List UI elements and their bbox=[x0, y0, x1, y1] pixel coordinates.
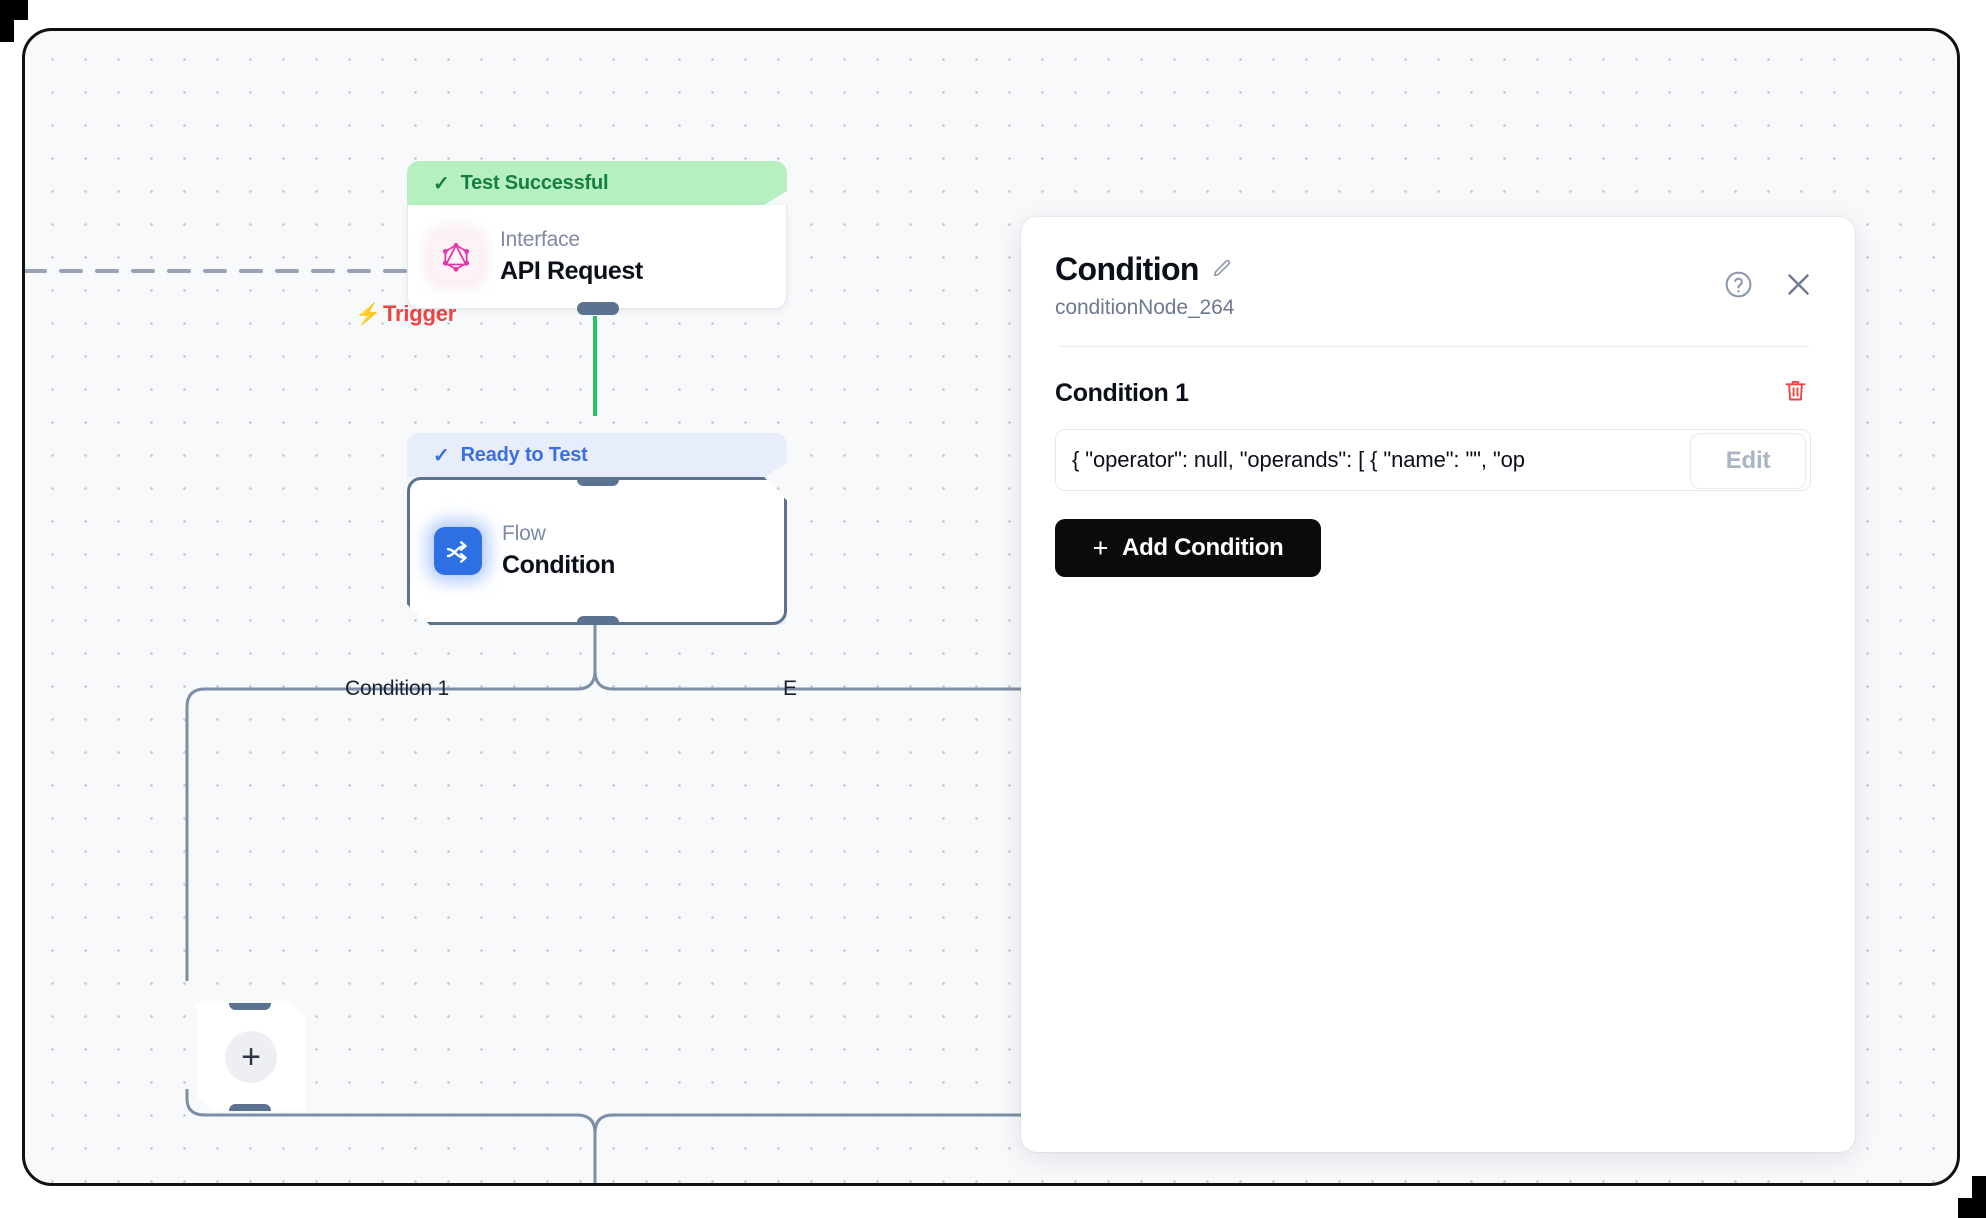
node-text: Interface API Request bbox=[500, 228, 643, 286]
plus-icon[interactable]: + bbox=[225, 1031, 277, 1083]
node-kind-label: Flow bbox=[502, 522, 546, 545]
flow-canvas[interactable]: ⚡ Trigger ✓ Test Successful bbox=[22, 28, 1960, 1186]
node-body[interactable]: Interface API Request bbox=[407, 205, 787, 315]
page-title: Condition bbox=[1055, 251, 1199, 287]
registration-marker-top-left bbox=[0, 0, 28, 20]
condition-json-value: { "operator": null, "operands": [ { "nam… bbox=[1072, 447, 1525, 472]
node-id-label: conditionNode_264 bbox=[1055, 296, 1235, 319]
condition-json-field[interactable]: { "operator": null, "operands": [ { "nam… bbox=[1055, 429, 1811, 491]
close-icon[interactable] bbox=[1781, 267, 1815, 301]
registration-marker-top-left-2 bbox=[0, 20, 14, 42]
add-node-card[interactable]: + bbox=[197, 1003, 305, 1111]
panel-divider bbox=[1059, 346, 1809, 347]
edit-button[interactable]: Edit bbox=[1690, 433, 1806, 489]
lightning-bolt-icon: ⚡ bbox=[355, 302, 381, 326]
condition-header-row: Condition 1 bbox=[1055, 377, 1815, 409]
registration-marker-bottom-right-2 bbox=[1972, 1176, 1986, 1198]
plus-icon: + bbox=[1092, 532, 1109, 563]
branch-label-else: E bbox=[783, 677, 797, 700]
panel-title-group: Condition conditionNode_264 bbox=[1055, 251, 1234, 320]
node-status-text: Test Successful bbox=[460, 171, 609, 194]
node-kind-label: Interface bbox=[500, 227, 580, 251]
flow-split-icon bbox=[434, 527, 482, 575]
check-icon: ✓ bbox=[433, 172, 450, 195]
add-node-handle-source[interactable] bbox=[229, 1104, 271, 1111]
node-body[interactable]: Flow Condition bbox=[407, 477, 787, 625]
node-status-text: Ready to Test bbox=[460, 443, 588, 466]
node-status-badge-success: ✓ Test Successful bbox=[407, 161, 787, 205]
node-handle-source[interactable] bbox=[577, 302, 619, 315]
panel-title-row: Condition bbox=[1055, 251, 1234, 288]
node-handle-source[interactable] bbox=[577, 616, 619, 625]
condition-details-panel: Condition conditionNode_264 bbox=[1021, 217, 1855, 1152]
check-icon: ✓ bbox=[433, 444, 450, 467]
node-condition[interactable]: ✓ Ready to Test Flow Condition bbox=[407, 433, 787, 625]
node-status-badge-ready: ✓ Ready to Test bbox=[407, 433, 787, 477]
add-condition-button[interactable]: + Add Condition bbox=[1055, 519, 1321, 577]
panel-header: Condition conditionNode_264 bbox=[1055, 251, 1815, 320]
node-title-label: Condition bbox=[502, 551, 616, 579]
graphql-icon bbox=[432, 232, 480, 281]
trash-icon[interactable] bbox=[1782, 377, 1809, 409]
pencil-icon[interactable] bbox=[1211, 251, 1233, 288]
node-title-label: API Request bbox=[500, 256, 643, 285]
node-text: Flow Condition bbox=[502, 522, 615, 580]
registration-marker-bottom-right bbox=[1958, 1198, 1986, 1218]
node-handle-target[interactable] bbox=[577, 477, 619, 486]
add-condition-label: Add Condition bbox=[1122, 534, 1284, 561]
condition-label: Condition 1 bbox=[1055, 378, 1189, 407]
question-circle-icon[interactable] bbox=[1721, 267, 1755, 301]
branch-label-condition-1: Condition 1 bbox=[345, 677, 450, 700]
node-api-request[interactable]: ✓ Test Successful bbox=[407, 161, 787, 315]
add-node-handle-target[interactable] bbox=[229, 1003, 271, 1010]
panel-actions bbox=[1721, 251, 1815, 301]
